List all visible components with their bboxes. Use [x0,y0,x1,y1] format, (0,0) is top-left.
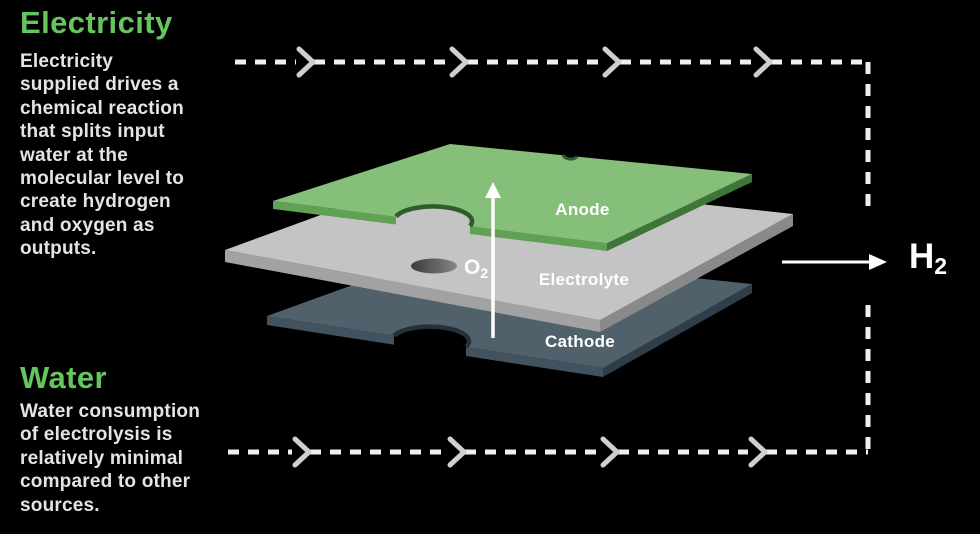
body-line: supplied drives a [20,74,179,96]
cathode-notch-rim [392,324,472,349]
electricity-flow-line [235,59,871,213]
oxygen-subscript: 2 [480,265,489,281]
anode-label: Anode [555,200,610,219]
electrolyte-label: Electrolyte [538,270,630,289]
body-line: Electricity [20,51,114,72]
cathode-label: Cathode [544,332,616,351]
electrolyte-edge-left [225,250,600,332]
chevron-right-icon [296,46,316,78]
electricity-heading: Electricity [20,5,173,40]
cathode-edge-left [466,347,603,377]
oxygen-arrow [485,182,501,338]
electrolyte-hole [411,258,457,274]
body-line: water at the [20,144,128,166]
hydrogen-arrow [782,254,887,270]
anode-top-face [273,144,752,243]
water-heading: Water [20,360,107,395]
hydrogen-subscript: 2 [934,253,948,279]
body-line: of electrolysis is [20,424,173,446]
water-flow-chevrons [292,436,768,468]
water-flow-line [228,305,871,455]
body-line: create hydrogen [20,191,171,213]
body-line: that splits input [20,121,165,143]
anode-edge-right [607,174,752,251]
chevron-right-icon [748,436,768,468]
body-line: sources. [20,494,100,516]
anode-edge-left [470,226,607,251]
anode-layer [273,144,752,251]
body-line: molecular level to [20,168,185,190]
water-description: Water consumption of electrolysis is rel… [20,400,230,517]
hydrogen-symbol: H [909,237,935,276]
electricity-flow-chevrons [296,46,773,78]
chevron-right-icon [600,436,620,468]
chevron-right-icon [449,46,469,78]
body-line: compared to other [20,471,191,493]
cathode-edge-right [603,284,752,377]
electricity-description: Electricity supplied drives a chemical r… [20,50,230,261]
electrolyte-edge-right [600,214,793,332]
anode-edge-left [273,201,396,225]
body-line: and oxygen as [20,214,155,236]
chevron-right-icon [602,46,622,78]
anode-notch-rim [394,204,475,228]
chevron-right-icon [753,46,773,78]
oxygen-symbol: O [464,256,481,279]
oxygen-output-label: O2 [464,256,488,281]
body-line: Water consumption [20,401,201,422]
body-line: outputs. [20,238,97,260]
hydrogen-output-label: H2 [909,237,947,280]
body-line: relatively minimal [20,447,184,469]
cathode-edge-left [267,316,394,345]
body-line: chemical reaction [20,97,184,119]
anode-small-notch-rim [561,154,579,161]
chevron-right-icon [447,436,467,468]
chevron-right-icon [292,436,312,468]
